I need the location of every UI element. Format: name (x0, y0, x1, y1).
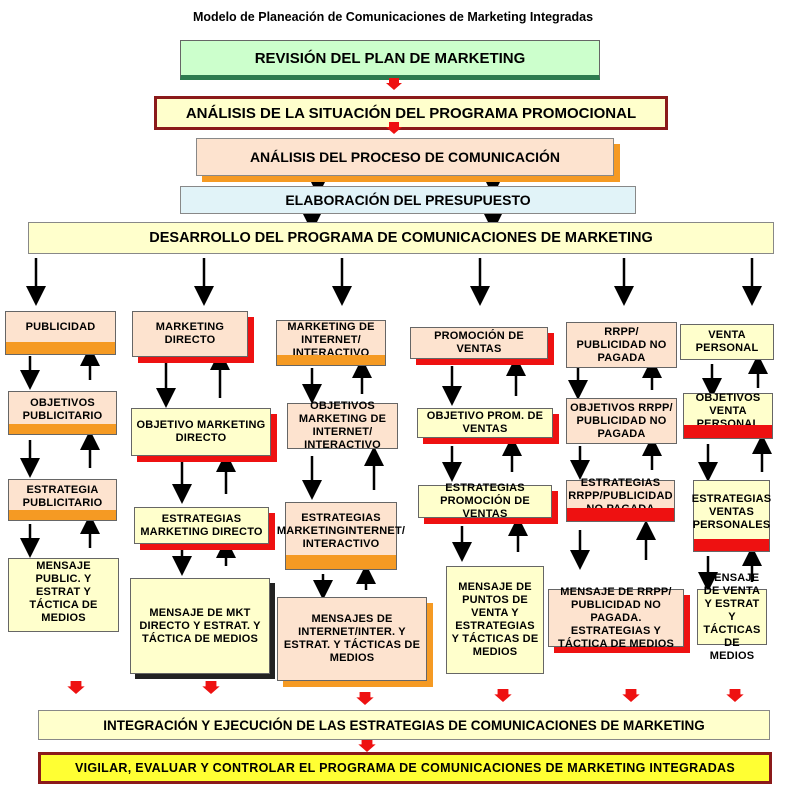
red-arrow-icon (202, 681, 220, 694)
step-vigilar: VIGILAR, EVALUAR Y CONTROLAR EL PROGRAMA… (38, 752, 772, 784)
box-promocion-ventas: PROMOCIÓN DE VENTAS (410, 327, 548, 359)
box-rrpp: RRPP/ PUBLICIDAD NO PAGADA (566, 322, 677, 368)
red-arrow-icon (358, 739, 376, 752)
red-arrow-icon (622, 689, 640, 702)
box-objetivos-rrpp: OBJETIVOS RRPP/ PUBLICIDAD NO PAGADA (566, 398, 677, 444)
box-venta-personal: VENTA PERSONAL (680, 324, 774, 360)
red-arrow-icon (67, 681, 85, 694)
step-presupuesto: ELABORACIÓN DEL PRESUPUESTO (180, 186, 636, 214)
step-analisis-situacion: ANÁLISIS DE LA SITUACIÓN DEL PROGRAMA PR… (154, 96, 668, 130)
box-estrategias-internet: ESTRATEGIAS MARKETINGINTERNET/ INTERACTI… (277, 502, 405, 570)
red-arrow-icon (386, 78, 402, 90)
step-desarrollo: DESARROLLO DEL PROGRAMA DE COMUNICACIONE… (28, 222, 774, 254)
diagram-title: Modelo de Planeación de Comunicaciones d… (192, 10, 594, 24)
box-objetivos-internet: OBJETIVOS MARKETING DE INTERNET/ INTERAC… (287, 400, 398, 451)
red-arrow-icon (356, 692, 374, 705)
box-publicidad: PUBLICIDAD (5, 311, 116, 355)
box-mensajes-internet: MENSAJES DE INTERNET/INTER. Y ESTRAT. Y … (277, 597, 427, 681)
box-mensaje-rrpp: MENSAJE DE RRPP/ PUBLICIDAD NO PAGADA. E… (548, 586, 684, 650)
box-mensaje-mkt-directo: MENSAJE DE MKT DIRECTO Y ESTRAT. Y TÁCTI… (130, 578, 270, 674)
box-estrategias-rrpp: ESTRATEGIAS RRPP/PUBLICIDAD NO PAGADA (566, 477, 675, 522)
red-arrow-icon (494, 689, 512, 702)
box-estrategias-ventas: ESTRATEGIAS VENTAS PERSONALES (692, 480, 771, 552)
box-estrategia-publicitario: ESTRATEGIA PUBLICITARIO (8, 479, 117, 521)
box-objetivo-prom-ventas: OBJETIVO PROM. DE VENTAS (417, 408, 553, 438)
box-marketing-directo: MARKETING DIRECTO (132, 311, 248, 357)
box-estrategias-promocion: ESTRATEGIAS PROMOCIÓN DE VENTAS (418, 482, 552, 520)
box-estrategias-marketing-directo: ESTRATEGIAS MARKETING DIRECTO (134, 507, 269, 544)
box-marketing-internet: MARKETING DE INTERNET/ INTERACTIVO (276, 320, 386, 366)
box-objetivos-publicitario: OBJETIVOS PUBLICITARIO (8, 391, 117, 435)
red-arrow-icon (386, 122, 402, 134)
box-mensaje-publicidad: MENSAJE PUBLIC. Y ESTRAT Y TÁCTICA DE ME… (8, 558, 119, 632)
label-publicidad: PUBLICIDAD (25, 320, 96, 333)
step-analisis-proceso: ANÁLISIS DEL PROCESO DE COMUNICACIÓN (196, 138, 614, 176)
box-mensaje-puntos-venta: MENSAJE DE PUNTOS DE VENTA Y ESTRATEGIAS… (446, 566, 544, 674)
red-arrow-icon (726, 689, 744, 702)
box-mensaje-venta: MENSAJE DE VENTA Y ESTRAT Y TÁCTICAS DE … (697, 572, 767, 662)
box-objetivo-marketing-directo: OBJETIVO MARKETING DIRECTO (131, 408, 271, 456)
box-objetivos-venta: OBJETIVOS VENTA PERSONAL (683, 392, 773, 439)
step-revision: REVISIÓN DEL PLAN DE MARKETING (180, 40, 600, 80)
step-integracion: INTEGRACIÓN Y EJECUCIÓN DE LAS ESTRATEGI… (38, 710, 770, 740)
